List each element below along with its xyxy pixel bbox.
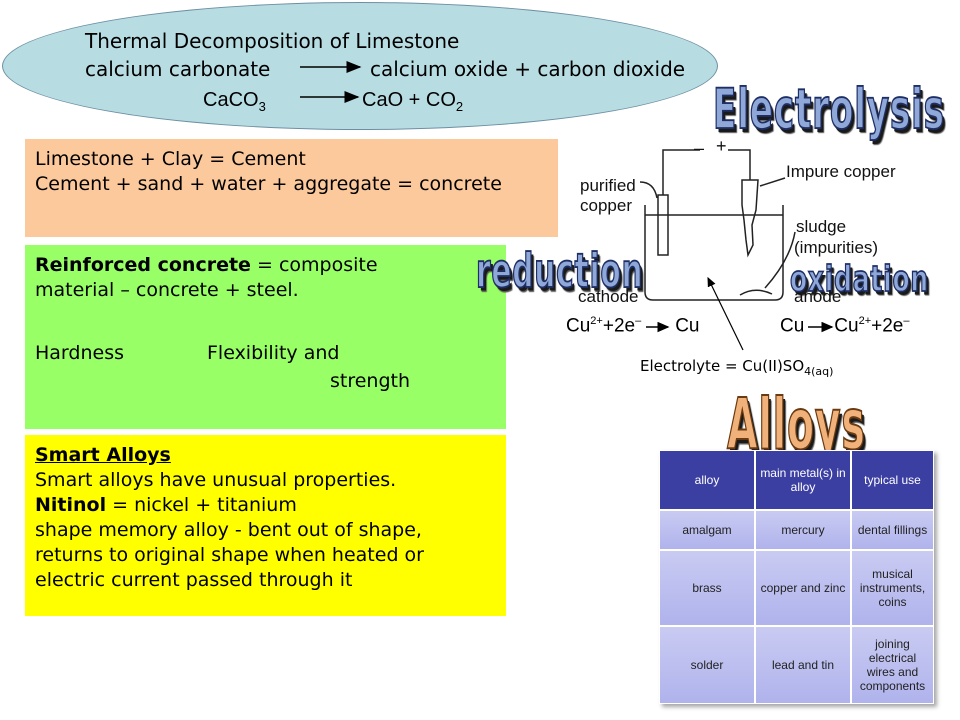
smart-line-5: electric current passed through it (35, 569, 353, 591)
strength-label: strength (330, 370, 411, 392)
anode-plate (741, 179, 759, 258)
table-cell: brass (659, 550, 755, 626)
table-header-row: alloy main metal(s) in alloy typical use (659, 450, 934, 510)
reinforced-concrete-box: Reinforced concrete = composite material… (25, 245, 506, 429)
cement-line-2: Cement + sand + water + aggregate = conc… (35, 173, 502, 195)
table-cell: amalgam (659, 510, 755, 550)
electrolysis-title: Electrolysis (712, 77, 945, 143)
beaker (644, 205, 784, 301)
formula-rhs: CaO + CO2 (362, 89, 464, 114)
table-row: brass copper and zinc musical instrument… (659, 550, 934, 626)
smart-line-4: returns to original shape when heated or (35, 544, 424, 566)
header-typical-use: typical use (851, 450, 934, 510)
oxidation-title: oxidation (789, 257, 929, 300)
smart-alloys-box: Smart Alloys Smart alloys have unusual p… (25, 435, 506, 616)
sludge-pointer (764, 231, 796, 289)
flexibility-label: Flexibility and (207, 342, 340, 364)
cathode-wire (662, 149, 700, 195)
table-cell: solder (659, 626, 755, 704)
header-main-metals: main metal(s) in alloy (755, 450, 851, 510)
header-alloy: alloy (659, 450, 755, 510)
cathode-equation: Cu2++2e–Cu (566, 315, 700, 337)
smart-line-3: shape memory alloy - bent out of shape, (35, 519, 422, 541)
word-equation-rhs: calcium oxide + carbon dioxide (370, 57, 686, 81)
purified-pointer (639, 181, 658, 199)
table-cell: musical instruments, coins (851, 550, 934, 626)
impure-copper-label: Impure copper (786, 162, 896, 181)
electrolysis-diagram (639, 149, 834, 351)
anode-wire (728, 149, 751, 180)
table-row: amalgam mercury dental fillings (659, 510, 934, 550)
table-cell: joining electrical wires and components (851, 626, 934, 704)
cement-line-1: Limestone + Clay = Cement (35, 148, 306, 170)
cathode-plate (657, 194, 669, 256)
anode-label: anode (794, 287, 842, 306)
minus-terminal: – (694, 138, 705, 158)
table-cell: mercury (755, 510, 851, 550)
table-cell: dental fillings (851, 510, 934, 550)
table-cell: lead and tin (755, 626, 851, 704)
hardness-label: Hardness (35, 342, 124, 364)
electrolyte-label: Electrolyte = Cu(II)SO4(aq) (640, 357, 834, 378)
reduction-title: reduction (475, 242, 644, 299)
sludge (739, 289, 773, 296)
purified-label: purified (580, 176, 636, 195)
sludge-label: sludge (796, 217, 847, 236)
electrolyte-pointer (707, 276, 744, 351)
impurities-label: (impurities) (794, 238, 879, 257)
plus-terminal: + (716, 136, 727, 156)
smart-line-1: Smart alloys have unusual properties. (35, 469, 397, 491)
alloys-table: alloy main metal(s) in alloy typical use… (659, 450, 934, 704)
concrete-line-1: Reinforced concrete = composite (35, 254, 378, 276)
cathode-label: cathode (578, 287, 639, 306)
smart-heading: Smart Alloys (35, 444, 171, 466)
word-equation-lhs: calcium carbonate (85, 57, 271, 81)
formula-lhs: CaCO3 (203, 89, 266, 114)
table-row: solder lead and tin joining electrical w… (659, 626, 934, 704)
table-cell: copper and zinc (755, 550, 851, 626)
impure-copper-pointer (759, 177, 786, 187)
smart-line-2: Nitinol = nickel + titanium (35, 494, 297, 516)
cement-box: Limestone + Clay = Cement Cement + sand … (25, 139, 558, 237)
thermal-title: Thermal Decomposition of Limestone (85, 29, 460, 53)
concrete-line-2: material – concrete + steel. (35, 279, 299, 301)
copper-label: copper (580, 196, 632, 215)
